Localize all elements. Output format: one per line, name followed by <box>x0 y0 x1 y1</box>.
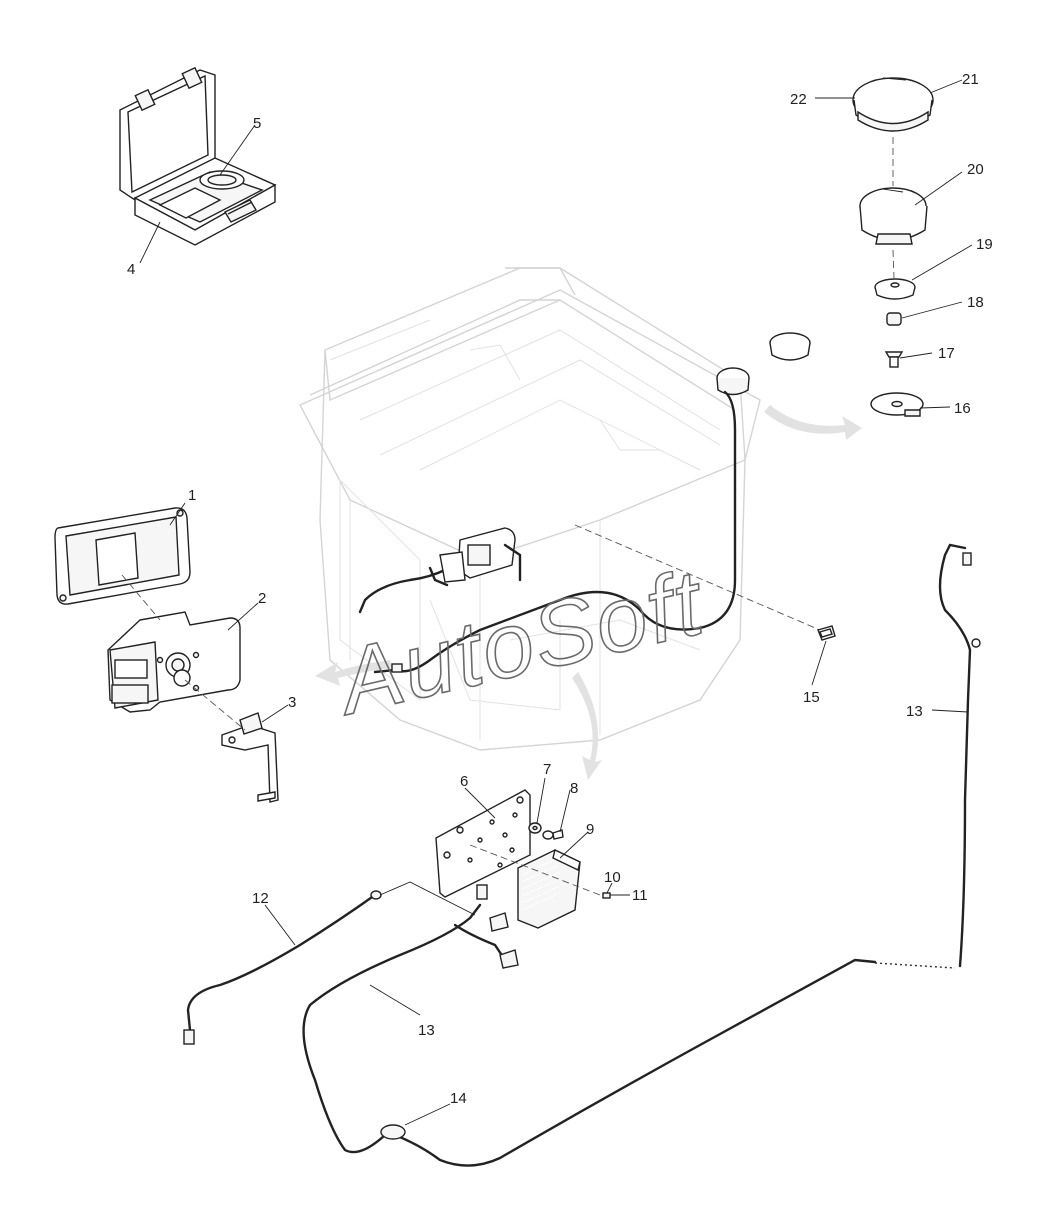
callout-6: 6 <box>460 773 468 790</box>
display-bracket <box>107 611 241 713</box>
connector-15 <box>817 625 836 641</box>
callout-14: 14 <box>450 1090 467 1107</box>
controller-plate <box>435 789 531 898</box>
callout-9: 9 <box>586 821 594 838</box>
callout-leaders <box>139 79 973 1126</box>
carry-case <box>119 66 277 246</box>
callout-15: 15 <box>803 689 820 706</box>
callout-8: 8 <box>570 780 578 797</box>
ghost-machine-body <box>299 267 761 751</box>
small-bracket <box>221 712 279 803</box>
callout-2: 2 <box>258 590 266 607</box>
direction-arrows <box>315 405 862 780</box>
exploded-leaders <box>121 574 246 731</box>
screw-7-8 <box>528 822 564 840</box>
harness-12 <box>183 881 476 1045</box>
callout-3: 3 <box>288 694 296 711</box>
callout-22: 22 <box>790 91 807 108</box>
dash-line-module <box>469 844 601 896</box>
callout-labels: 1 2 3 4 5 6 7 8 9 10 11 12 13 13 14 15 1… <box>127 71 993 1107</box>
callout-11: 11 <box>632 887 648 904</box>
harness-13 <box>302 543 981 1167</box>
callout-4: 4 <box>127 261 135 278</box>
receiver-stack <box>852 77 934 417</box>
callout-1: 1 <box>188 487 196 504</box>
display-cover <box>54 507 191 605</box>
harness-on-tank <box>358 390 737 674</box>
controller-module <box>517 848 611 929</box>
callout-10: 10 <box>604 869 621 886</box>
callout-16: 16 <box>954 400 971 417</box>
dash-leader-15 <box>574 524 821 631</box>
callout-18: 18 <box>967 294 984 311</box>
callout-7: 7 <box>543 761 551 778</box>
callout-5: 5 <box>253 115 261 132</box>
callout-19: 19 <box>976 236 993 253</box>
callout-13-lower: 13 <box>418 1022 435 1039</box>
callout-21: 21 <box>962 71 979 88</box>
callout-12: 12 <box>252 890 269 907</box>
tank-cap <box>716 332 811 396</box>
callout-20: 20 <box>967 161 984 178</box>
callout-17: 17 <box>938 345 955 362</box>
callout-13-right: 13 <box>906 703 923 720</box>
